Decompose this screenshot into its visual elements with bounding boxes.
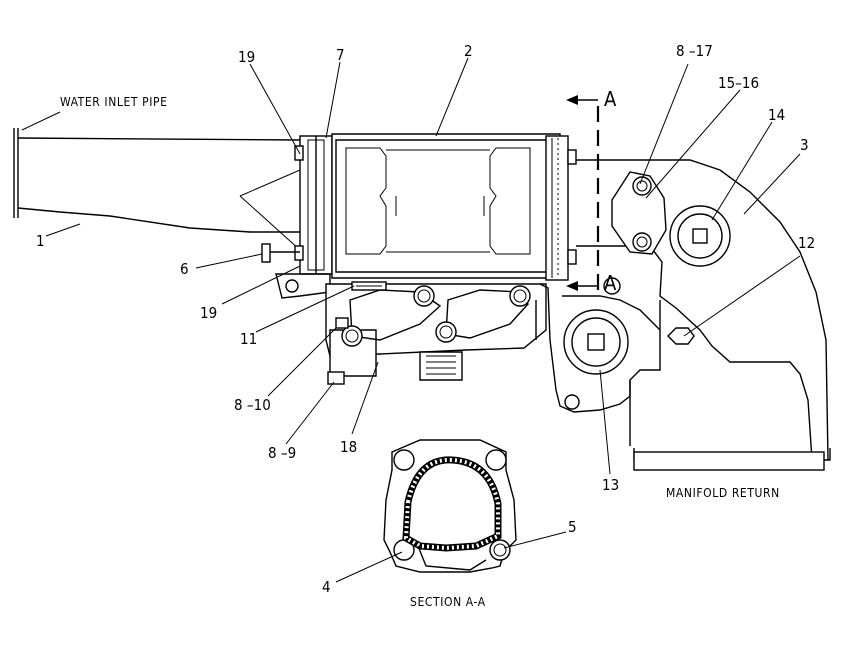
water-inlet-pipe-label: WATER INLET PIPE	[60, 95, 168, 109]
callout-19-bottom: 19	[200, 304, 217, 322]
callout-2: 2	[464, 42, 473, 60]
callout-12: 12	[798, 234, 815, 252]
callout-7: 7	[336, 46, 345, 64]
callout-6: 6	[180, 260, 189, 278]
callout-1: 1	[36, 232, 45, 250]
callout-4: 4	[322, 578, 331, 596]
left-flange	[261, 135, 333, 299]
callout-14: 14	[768, 106, 785, 124]
lower-manifold	[325, 281, 557, 391]
callout-8-10: 8 –10	[234, 396, 271, 414]
water-inlet-pipe	[13, 128, 301, 251]
main-housing	[331, 133, 577, 281]
callout-11: 11	[240, 330, 257, 348]
callout-8-17: 8 –17	[676, 42, 713, 60]
callout-18: 18	[340, 438, 357, 456]
section-marker-bottom: A	[604, 271, 617, 295]
section-aa-label: SECTION A-A	[410, 595, 486, 609]
text-labels: WATER INLET PIPE MANIFOLD RETURN SECTION…	[60, 95, 780, 609]
section-aa-detail	[383, 439, 517, 573]
callout-13: 13	[602, 476, 619, 494]
section-marker-top: A	[604, 87, 617, 111]
callout-8-9: 8 –9	[268, 444, 296, 462]
callout-5: 5	[568, 518, 577, 536]
manifold-return-body	[555, 159, 831, 471]
callout-3: 3	[800, 136, 809, 154]
callouts: 1 2 3 4 5 6 7 8 –17 8 –10 8 –9 11 12 13 …	[36, 42, 815, 596]
manifold-return-label: MANIFOLD RETURN	[666, 486, 780, 500]
callout-15-16: 15–16	[718, 74, 759, 92]
leader-lines	[21, 57, 801, 583]
section-cut-line: A A	[566, 87, 617, 295]
callout-19-top: 19	[238, 48, 255, 66]
